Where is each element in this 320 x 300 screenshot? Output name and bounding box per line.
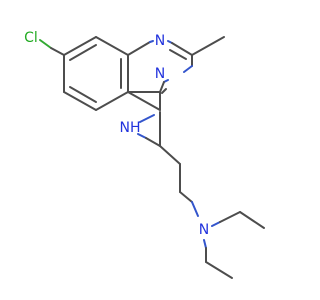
- bond-chain-1: [159, 145, 181, 165]
- bond-c8a-n1: [127, 41, 151, 56]
- bond-n-ethyl1: [211, 221, 221, 227]
- atom-amine-n-label: N: [199, 222, 209, 238]
- bond-n-ethyl2: [203, 239, 207, 249]
- bond-chain-4: [191, 201, 199, 217]
- bond-c4-c4a-alt: [127, 91, 161, 111]
- bond-n3-c4b: [159, 81, 165, 93]
- bond-c5-c6-inner: [69, 86, 97, 103]
- bond-n1-c2-inner: [169, 49, 187, 60]
- atom-nh-label: NH: [120, 120, 141, 136]
- bond-c2-n3b: [183, 65, 193, 73]
- bond-c4-nh-b: [139, 114, 155, 123]
- bond-n-ethyl1-b: [219, 211, 241, 223]
- bond-n1-c2b: [171, 42, 193, 56]
- atom-cl-label: Cl: [24, 30, 38, 46]
- bond-c5-c6: [63, 91, 97, 111]
- bond-c8a-n1b: [149, 40, 154, 43]
- bond-c8-c8a: [95, 36, 129, 56]
- bond-cl-c7b: [50, 47, 65, 56]
- molecule-structure: Cl N N NH N: [24, 30, 265, 279]
- bond-c7-c8: [63, 36, 97, 56]
- atom-n1-label: N: [155, 33, 165, 49]
- bond-c4a-c5: [95, 91, 129, 111]
- bond-c2-methyl: [191, 36, 225, 56]
- bond-cl-c7: [39, 39, 52, 49]
- atom-n3-label: N: [155, 66, 165, 82]
- bond-c7-c8-inner: [69, 44, 97, 61]
- bond-ethyl2-ch3: [205, 261, 233, 279]
- bond-nh-ch: [137, 133, 147, 139]
- structure-canvas: Cl N N NH N: [24, 30, 265, 279]
- bond-ethyl1-ch3: [239, 211, 265, 229]
- bond-nh-ch-b: [145, 137, 161, 147]
- bond-n3-c4-inner: [161, 88, 167, 94]
- bond-chain-3: [179, 191, 193, 203]
